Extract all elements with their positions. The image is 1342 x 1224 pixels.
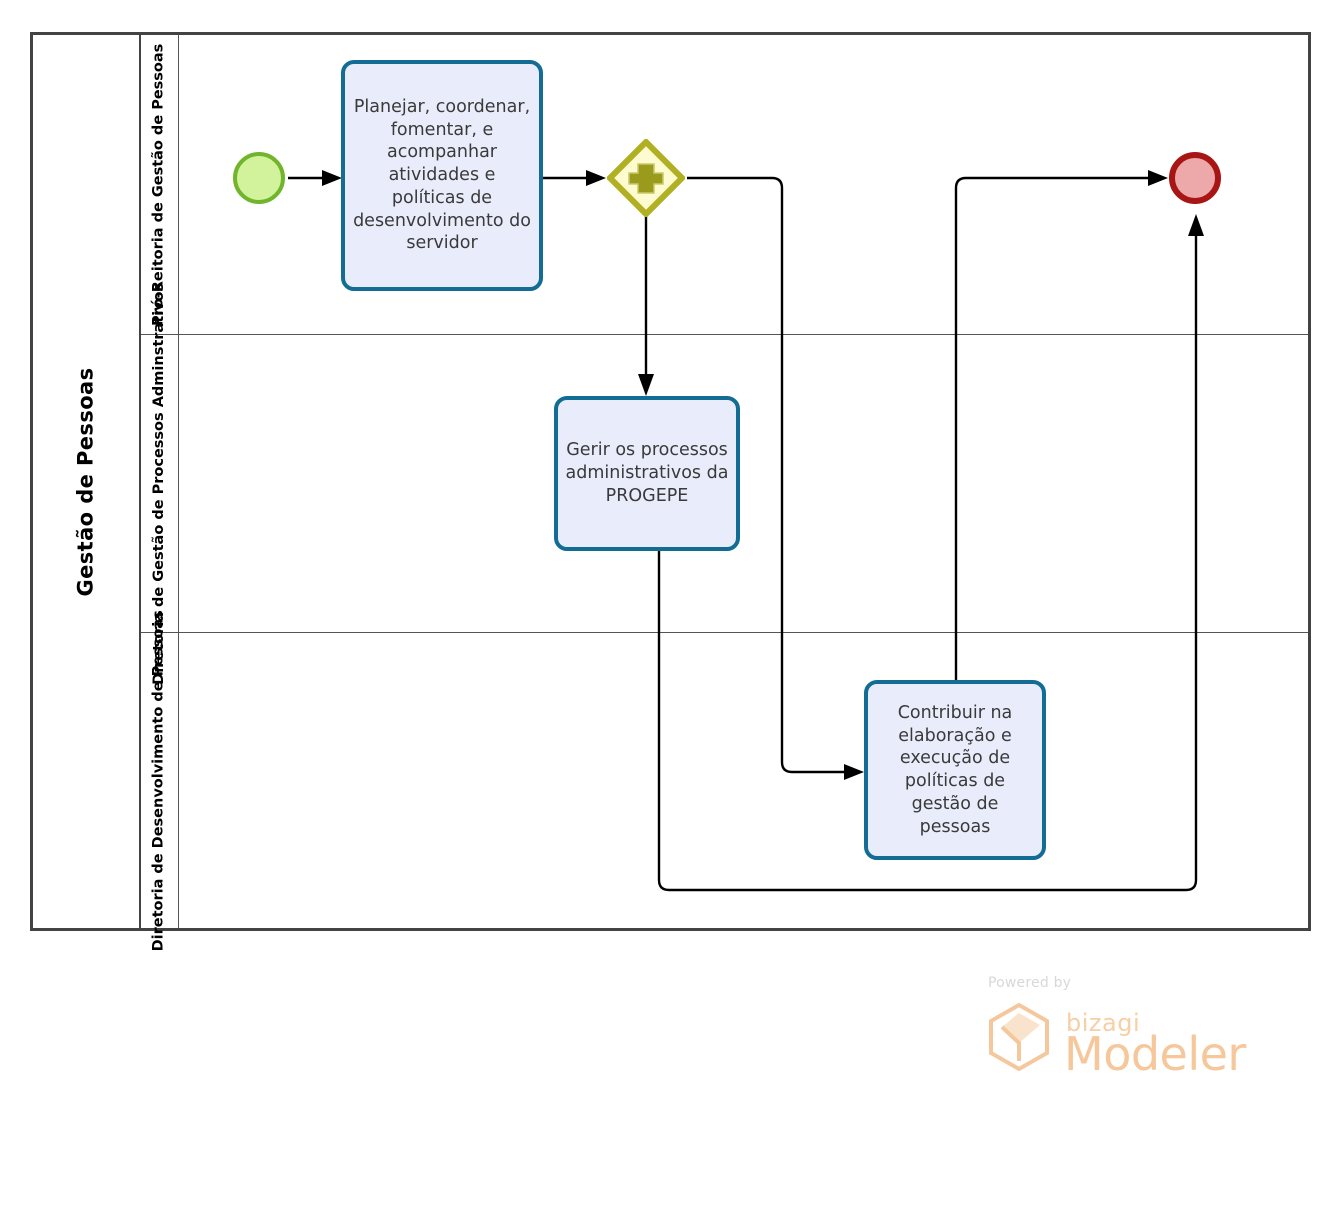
parallel-gateway[interactable] — [607, 139, 685, 217]
bizagi-hexagon-logo-icon — [988, 1002, 1050, 1072]
powered-by-label: Powered by — [988, 975, 1072, 991]
task-label-2: Gerir os processos administrativos da PR… — [565, 440, 729, 506]
parallel-plus-icon — [628, 163, 664, 194]
lane-pro-reitoria-de-gestao-de-pessoas[interactable]: Pró-Reitoria de Gestão de Pessoas — [141, 35, 1308, 335]
lane-header-2: Diretoria de Desenvolvimento de Pessoas — [141, 610, 179, 951]
task-contribuir-elaboracao-execucao[interactable]: Contribuir na elaboração e execução de p… — [864, 680, 1046, 860]
end-event[interactable] — [1169, 152, 1221, 204]
lane-body-1 — [179, 335, 1308, 632]
start-event[interactable] — [233, 152, 285, 204]
bizagi-branding: Powered by bizagi Modeler — [988, 975, 1248, 1081]
pool-title: Gestão de Pessoas — [74, 366, 99, 597]
task-planejar-coordenar-fomentar[interactable]: Planejar, coordenar, fomentar, e acompan… — [341, 60, 543, 291]
lane-body-2 — [179, 633, 1308, 928]
task-label-1: Planejar, coordenar, fomentar, e acompan… — [353, 96, 531, 254]
lane-diretoria-de-desenvolvimento-de-pessoas[interactable]: Diretoria de Desenvolvimento de Pessoas — [141, 610, 1308, 951]
lane-header-0: Pró-Reitoria de Gestão de Pessoas — [141, 35, 179, 334]
task-label-3: Contribuir na elaboração e execução de p… — [897, 702, 1013, 837]
pool-header: Gestão de Pessoas — [33, 35, 141, 928]
lane-label-2: Diretoria de Desenvolvimento de Pessoas — [150, 609, 167, 952]
bizagi-wordmark: bizagi — [1066, 1009, 1141, 1037]
lane-header-1: Diretoria de Gestão de Processos Adminst… — [141, 283, 179, 684]
task-gerir-processos-administrativos[interactable]: Gerir os processos administrativos da PR… — [554, 396, 740, 551]
modeler-wordmark: Modeler — [1064, 1027, 1246, 1081]
